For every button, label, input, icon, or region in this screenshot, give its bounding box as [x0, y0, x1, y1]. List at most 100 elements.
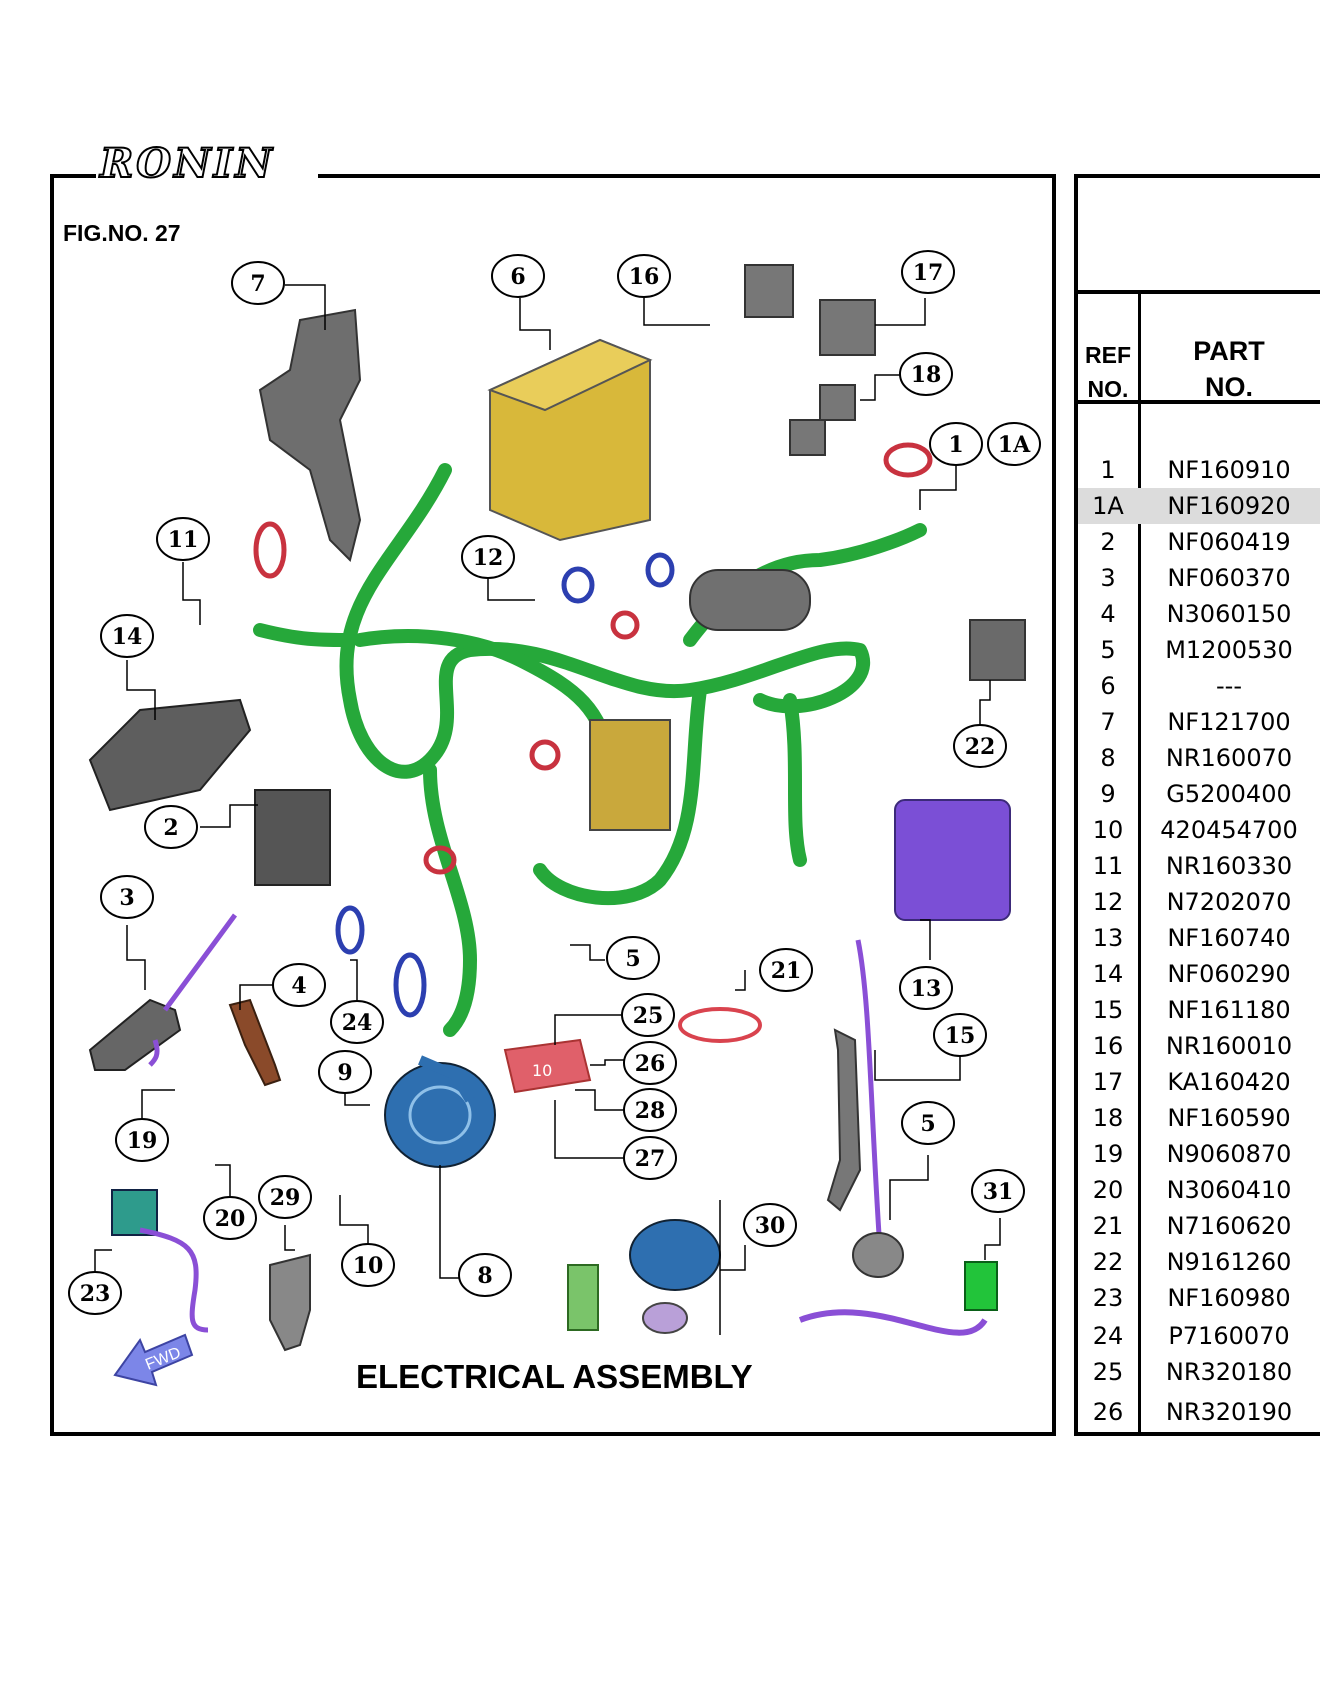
- relay-part: [819, 299, 876, 356]
- callout-8: 8: [458, 1253, 512, 1297]
- part-cell: M1200530: [1165, 636, 1293, 664]
- svg-text:20: 20: [215, 1206, 246, 1232]
- sensor-part: [88, 998, 182, 1071]
- callout-6: 6: [491, 254, 545, 298]
- ref-cell: 8: [1100, 744, 1116, 772]
- callout-2: 2: [144, 805, 198, 849]
- part-cell: NF060290: [1167, 960, 1291, 988]
- svg-text:8: 8: [477, 1263, 492, 1289]
- panel-border-left-segment: [50, 174, 96, 178]
- callout-14: 14: [100, 614, 154, 658]
- part-cell: N9161260: [1166, 1248, 1292, 1276]
- sensor-cable: [148, 913, 238, 1067]
- svg-text:11: 11: [168, 527, 199, 553]
- ref-cell: 18: [1092, 1104, 1124, 1132]
- ref-cell: 26: [1092, 1398, 1124, 1426]
- switch-cable: [139, 1227, 209, 1333]
- fuse-part: 10: [503, 1038, 592, 1094]
- callout-29: 29: [258, 1175, 312, 1219]
- svg-text:28: 28: [635, 1098, 666, 1124]
- part-cell: NF121700: [1167, 708, 1291, 736]
- callout-13: 13: [899, 966, 953, 1010]
- ref-cell: 14: [1092, 960, 1124, 988]
- ref-cell: 17: [1092, 1068, 1124, 1096]
- svg-text:1: 1: [948, 432, 963, 458]
- svg-text:22: 22: [965, 734, 996, 760]
- part-cell: N9060870: [1166, 1140, 1292, 1168]
- ref-cell: 5: [1100, 636, 1116, 664]
- figure-panel: [50, 174, 1056, 1436]
- part-cell: N3060410: [1166, 1176, 1292, 1204]
- bracket-15-part: [826, 1028, 862, 1212]
- relay-part: [789, 419, 826, 456]
- bracket-part: [258, 308, 362, 562]
- bracket-29-part: [269, 1253, 311, 1352]
- part-cell: P7160070: [1168, 1322, 1290, 1350]
- part-cell: G5200400: [1166, 780, 1292, 808]
- callout-28: 28: [623, 1088, 677, 1132]
- callout-3: 3: [100, 875, 154, 919]
- part-cell: NR160330: [1165, 852, 1293, 880]
- ref-cell: 11: [1092, 852, 1124, 880]
- part-cell: N7202070: [1166, 888, 1292, 916]
- ref-cell: 12: [1092, 888, 1124, 916]
- svg-text:30: 30: [755, 1213, 786, 1239]
- ref-cell: 23: [1092, 1284, 1124, 1312]
- callout-21: 21: [759, 948, 813, 992]
- part-cell: NR160070: [1165, 744, 1293, 772]
- svg-text:14: 14: [112, 624, 143, 650]
- svg-text:25: 25: [633, 1003, 664, 1029]
- callout-5a: 5: [606, 936, 660, 980]
- svg-text:21: 21: [771, 958, 802, 984]
- callout-12: 12: [461, 535, 515, 579]
- callout-18: 18: [899, 352, 953, 396]
- callout-15: 15: [933, 1013, 987, 1057]
- svg-text:2: 2: [163, 815, 178, 841]
- callout-10: 10: [341, 1243, 395, 1287]
- svg-text:23: 23: [80, 1281, 111, 1307]
- callout-24: 24: [330, 1000, 384, 1044]
- table-row: 6---: [1078, 668, 1320, 704]
- table-row: 8 NR160070: [1078, 740, 1320, 776]
- svg-text:24: 24: [342, 1010, 373, 1036]
- callout-1: 1: [929, 422, 983, 466]
- ref-cell: 24: [1092, 1322, 1124, 1350]
- svg-text:6: 6: [510, 264, 525, 290]
- relay-part: [744, 264, 794, 318]
- part-cell: N7160620: [1166, 1212, 1292, 1240]
- part-cell: NR320180: [1165, 1358, 1293, 1386]
- fuse-rating-label: 10: [532, 1061, 552, 1080]
- callout-25: 25: [621, 993, 675, 1037]
- connector-31-part: [964, 1261, 998, 1311]
- svg-text:7: 7: [250, 271, 265, 297]
- fuse-box-part: [589, 719, 671, 831]
- part-cell: NF060370: [1167, 564, 1291, 592]
- ignition-switch-part: [567, 1219, 721, 1334]
- boot-part: [228, 998, 282, 1087]
- ref-cell: 15: [1092, 996, 1124, 1024]
- relay-part: [819, 384, 856, 421]
- svg-text:13: 13: [911, 976, 942, 1002]
- ref-cell: 16: [1092, 1032, 1124, 1060]
- ref-cell: 20: [1092, 1176, 1124, 1204]
- table-header-top-rule: [1078, 290, 1320, 294]
- ref-cell: 10: [1092, 816, 1124, 844]
- part-cell: ---: [1216, 672, 1242, 700]
- callout-1A: 1A: [987, 422, 1041, 466]
- part-cell: NF160980: [1167, 1284, 1291, 1312]
- cable-31: [798, 1309, 988, 1336]
- callout-22: 22: [953, 724, 1007, 768]
